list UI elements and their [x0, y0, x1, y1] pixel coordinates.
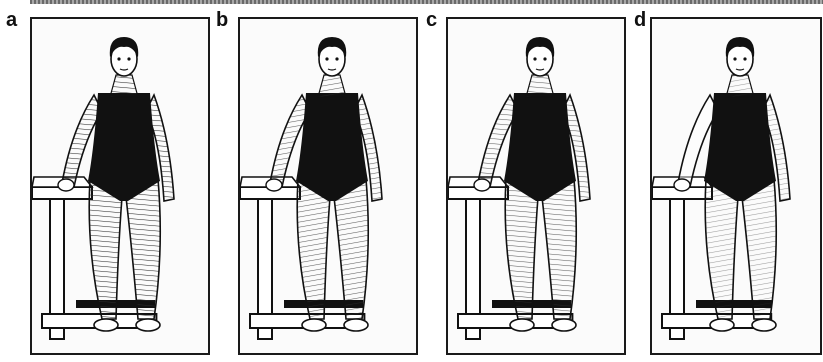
panel-d — [650, 17, 822, 355]
panel-b — [238, 17, 418, 355]
hand-on-rail — [674, 179, 690, 191]
neck — [110, 75, 138, 97]
left-foot — [94, 319, 118, 331]
right-leg — [126, 179, 160, 319]
right-foot — [136, 319, 160, 331]
neck — [526, 75, 554, 97]
left-leg — [89, 179, 122, 319]
right-foot — [752, 319, 776, 331]
left-foot — [510, 319, 534, 331]
leotard-torso — [88, 93, 160, 201]
top-border-rule — [30, 0, 823, 4]
panel-label-b: b — [216, 10, 228, 30]
right-eye — [127, 57, 130, 60]
hand-on-rail — [266, 179, 282, 191]
leotard-torso — [704, 93, 776, 201]
right-eye — [335, 57, 338, 60]
right-leg — [742, 179, 776, 319]
panel-label-d: d — [634, 10, 646, 30]
right-eye — [543, 57, 546, 60]
figure-illustration — [32, 19, 208, 353]
hand-on-rail — [474, 179, 490, 191]
left-eye — [733, 57, 736, 60]
neck — [726, 75, 754, 97]
right-eye — [743, 57, 746, 60]
figure-illustration — [240, 19, 416, 353]
left-leg — [705, 179, 738, 319]
left-eye — [117, 57, 120, 60]
left-foot — [302, 319, 326, 331]
panel-a — [30, 17, 210, 355]
left-leg — [505, 179, 538, 319]
right-leg — [542, 179, 576, 319]
neck — [318, 75, 346, 97]
panel-label-c: c — [426, 10, 437, 30]
figure-illustration — [652, 19, 820, 353]
right-foot — [344, 319, 368, 331]
panel-c — [446, 17, 626, 355]
leotard-torso — [504, 93, 576, 201]
left-eye — [533, 57, 536, 60]
left-leg — [297, 179, 330, 319]
figure-illustration — [448, 19, 624, 353]
right-leg — [334, 179, 368, 319]
hand-on-rail — [58, 179, 74, 191]
panel-label-a: a — [6, 10, 17, 30]
leotard-torso — [296, 93, 368, 201]
left-eye — [325, 57, 328, 60]
left-foot — [710, 319, 734, 331]
right-foot — [552, 319, 576, 331]
